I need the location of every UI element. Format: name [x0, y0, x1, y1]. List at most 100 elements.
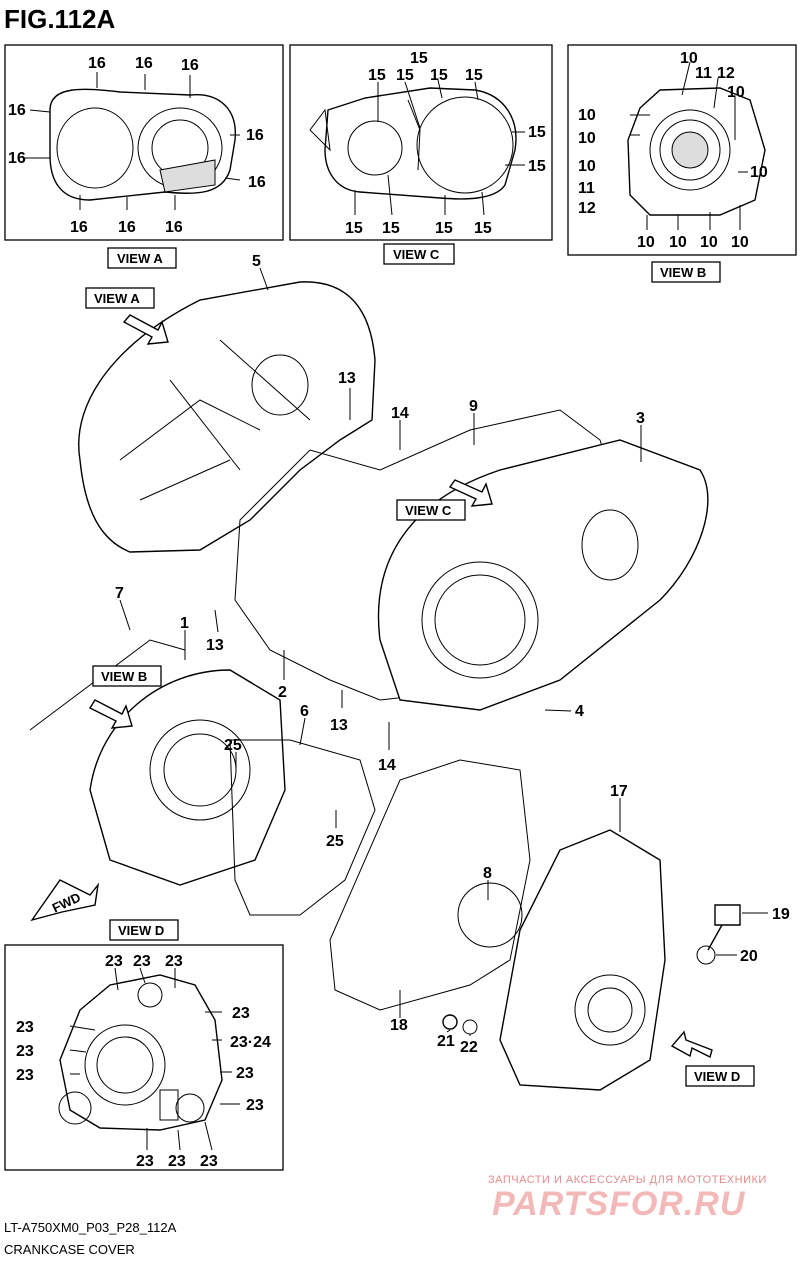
view-d-tag-box	[685, 1065, 755, 1087]
view-c-tag-box	[396, 499, 466, 521]
part-label: 12	[578, 200, 596, 217]
part-label: 10	[750, 164, 768, 181]
fwd-arrow: FWD	[30, 879, 100, 922]
part-label: 15	[430, 67, 448, 84]
model-code: LT-A750XM0_P03_P28_112A	[4, 1220, 177, 1235]
view-d-arrow	[670, 1030, 713, 1059]
part-label: 23	[232, 1005, 250, 1022]
view-d-inset: 23 23 23 23 23 23 23·24 23 23 23 23 23 2…	[4, 944, 284, 1171]
part-label: 10	[680, 50, 698, 67]
part-label: 23	[165, 953, 183, 970]
part-label-6: 6	[300, 703, 309, 720]
part-label: 15	[474, 220, 492, 237]
part-label: 16	[88, 55, 106, 72]
part-label: 10	[727, 84, 745, 101]
part-label: 15	[382, 220, 400, 237]
view-c-label-box	[383, 243, 455, 265]
part-label-25b: 25	[326, 833, 344, 850]
clutch-cover	[457, 829, 666, 1091]
part-label: 16	[135, 55, 153, 72]
part-label: 23	[200, 1153, 218, 1170]
part-label: 23·24	[230, 1034, 271, 1051]
view-a-label-box	[107, 247, 177, 269]
part-label: 23	[236, 1065, 254, 1082]
part-label-5: 5	[252, 253, 261, 270]
view-b-inset: 10 11 12 10 10 10 10 10 11 12 10 10 10 1…	[567, 44, 797, 256]
part-label: 15	[368, 67, 386, 84]
gasket-part-6	[229, 739, 376, 916]
part-label-13b: 13	[206, 637, 224, 654]
part-label: 16	[70, 219, 88, 236]
view-b-label-box	[651, 261, 721, 283]
part-label: 16	[8, 150, 26, 167]
view-c-arrow	[448, 479, 493, 507]
part-label: 16	[8, 102, 26, 119]
part-label: 15	[345, 220, 363, 237]
part-label-22: 22	[460, 1039, 478, 1056]
part-label-13c: 13	[330, 717, 348, 734]
part-label: 10	[578, 130, 596, 147]
view-d-tag: VIEW D	[694, 1069, 740, 1084]
drain-plug	[442, 1014, 458, 1030]
part-label: 23	[168, 1153, 186, 1170]
part-label: 11	[695, 65, 712, 82]
part-label-13: 13	[338, 370, 356, 387]
part-label-20: 20	[740, 948, 758, 965]
part-label: 23	[16, 1043, 34, 1060]
view-b-tag: VIEW B	[101, 669, 147, 684]
view-d-label: VIEW D	[118, 923, 164, 938]
part-label: 16	[181, 57, 199, 74]
part-label: 16	[248, 174, 266, 191]
part-label-3: 3	[636, 410, 645, 427]
part-label: 23	[133, 953, 151, 970]
view-c-inset: 15 15 15 15 15 15 15 15 15 15 15	[289, 44, 553, 241]
view-a-arrow	[122, 314, 169, 345]
watermark-tagline: ЗАПЧАСТИ И АКСЕССУАРЫ ДЛЯ МОТОТЕХНИКИ	[488, 1174, 767, 1186]
part-label: 10	[731, 234, 749, 251]
part-label: 16	[118, 219, 136, 236]
view-a-label: VIEW A	[117, 251, 163, 266]
view-a-inset: 16 16 16 16 16 16 16 16 16 16	[4, 44, 284, 241]
washer	[462, 1019, 478, 1035]
oil-filler-cap	[707, 904, 741, 951]
part-label: 23	[246, 1097, 264, 1114]
part-label-21: 21	[437, 1033, 455, 1050]
gasket-part-18	[329, 759, 531, 1011]
part-label-18: 18	[390, 1017, 408, 1034]
part-label-9: 9	[469, 398, 478, 415]
view-b-label: VIEW B	[660, 265, 706, 280]
figure-title: FIG.112A	[4, 4, 115, 34]
part-label: 16	[246, 127, 264, 144]
part-label: 15	[528, 124, 546, 141]
part-label: 15	[435, 220, 453, 237]
view-b-tag-box	[92, 665, 162, 687]
part-label: 15	[410, 50, 428, 67]
part-label: 15	[396, 67, 414, 84]
part-label: 23	[16, 1067, 34, 1084]
part-label-7: 7	[115, 585, 124, 602]
part-label-4: 4	[575, 703, 584, 720]
part-label: 23	[16, 1019, 34, 1036]
part-label: 10	[700, 234, 718, 251]
watermark-logo: PARTSFOR.RU	[492, 1185, 746, 1223]
view-a-tag-box	[85, 287, 155, 309]
part-label: 10	[669, 234, 687, 251]
view-c-label: VIEW C	[393, 247, 440, 262]
part-label-1: 1	[180, 615, 189, 632]
view-d-label-box	[109, 919, 179, 941]
part-label: 10	[637, 234, 655, 251]
cvt-outer-cover	[78, 281, 376, 553]
crankcase-body	[29, 639, 286, 886]
part-label: 15	[465, 67, 483, 84]
figure-caption: CRANKCASE COVER	[4, 1242, 135, 1257]
part-label-14: 14	[391, 405, 409, 422]
view-a-tag: VIEW A	[94, 291, 140, 306]
part-label-19: 19	[772, 906, 790, 923]
o-ring	[696, 945, 716, 965]
leader-lines	[119, 267, 768, 1036]
part-label: 23	[136, 1153, 154, 1170]
part-label-8: 8	[483, 865, 492, 882]
part-label-14b: 14	[378, 757, 396, 774]
part-label: 12	[717, 65, 735, 82]
